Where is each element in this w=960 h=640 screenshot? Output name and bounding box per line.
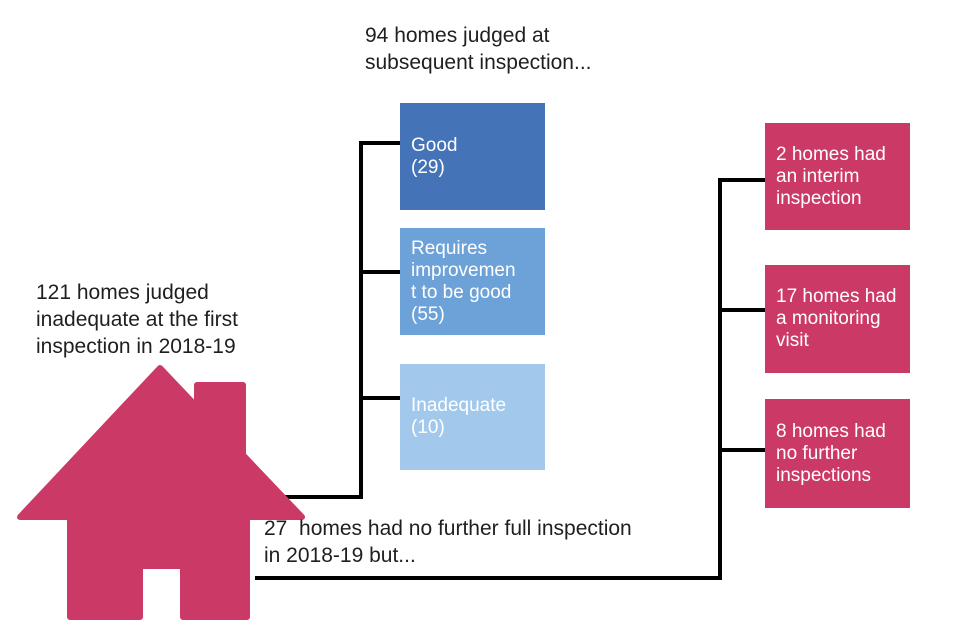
followup-box-no-further-inspections: 8 homes had no further inspections [765, 399, 910, 508]
connector-house-to-outcome-trunk [284, 495, 362, 499]
outcome-box-good: Good (29) [400, 103, 545, 210]
followup-stub-no-further [718, 448, 769, 452]
followup-box-monitoring-visit: 17 homes had a monitoring visit [765, 265, 910, 373]
first-inspection-label: 121 homes judged inadequate at the first… [36, 281, 238, 358]
subsequent-inspection-heading: 94 homes judged at subsequent inspection… [365, 24, 592, 74]
outcome-box-requires-improvement: Requires improvemen t to be good (55) [400, 228, 545, 335]
followup-box-interim-inspection-label: 2 homes had an interim inspection [776, 143, 886, 209]
followup-box-interim-inspection: 2 homes had an interim inspection [765, 123, 910, 230]
outcome-trunk-line [359, 141, 363, 499]
followup-box-monitoring-visit-label: 17 homes had a monitoring visit [776, 286, 897, 351]
outcome-box-requires-improvement-label: Requires improvemen t to be good (55) [411, 237, 516, 325]
followup-stub-monitoring [718, 308, 769, 312]
outcome-box-inadequate: Inadequate (10) [400, 364, 545, 470]
outcome-stub-good [359, 141, 405, 145]
outcome-box-inadequate-label: Inadequate (10) [411, 395, 507, 438]
no-further-inspection-label: 27 homes had no further full inspection … [264, 517, 632, 567]
followup-trunk-line [718, 178, 722, 580]
outcome-stub-inadequate [359, 396, 405, 400]
followup-stub-interim [718, 178, 769, 182]
followup-box-no-further-inspections-label: 8 homes had no further inspections [776, 420, 886, 486]
followup-bottom-line [255, 576, 722, 580]
outcome-stub-requires-improvement [359, 270, 405, 274]
outcome-box-good-label: Good (29) [411, 134, 458, 178]
